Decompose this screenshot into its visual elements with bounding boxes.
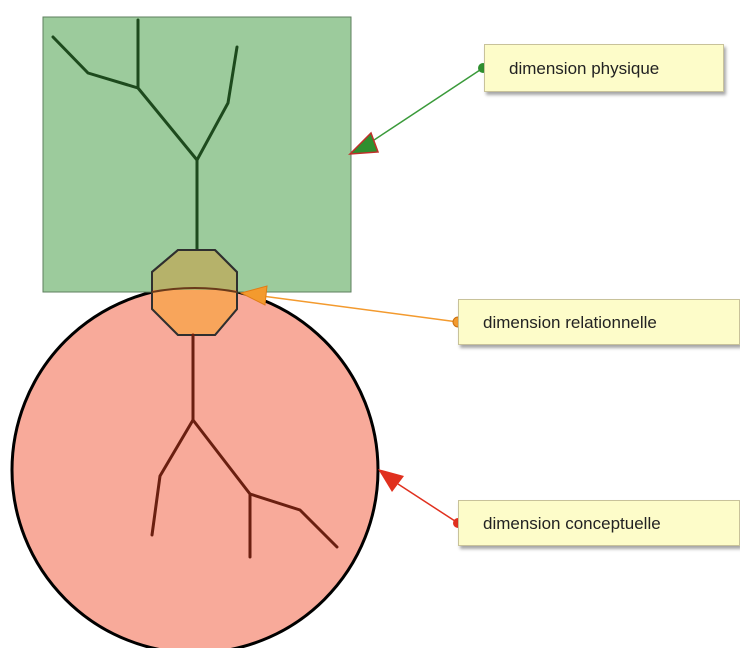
callout-label-physique: dimension physique [509,60,659,77]
callout-dimension-relationnelle: dimension relationnelle [458,299,740,345]
connector-conceptuelle [378,469,463,528]
conceptual-circle [12,287,378,648]
callout-label-relationnelle: dimension relationnelle [483,314,657,331]
callout-dimension-physique: dimension physique [484,44,724,92]
callout-dimension-conceptuelle: dimension conceptuelle [458,500,740,546]
callout-label-conceptuelle: dimension conceptuelle [483,515,661,532]
connector-physique [350,63,488,154]
